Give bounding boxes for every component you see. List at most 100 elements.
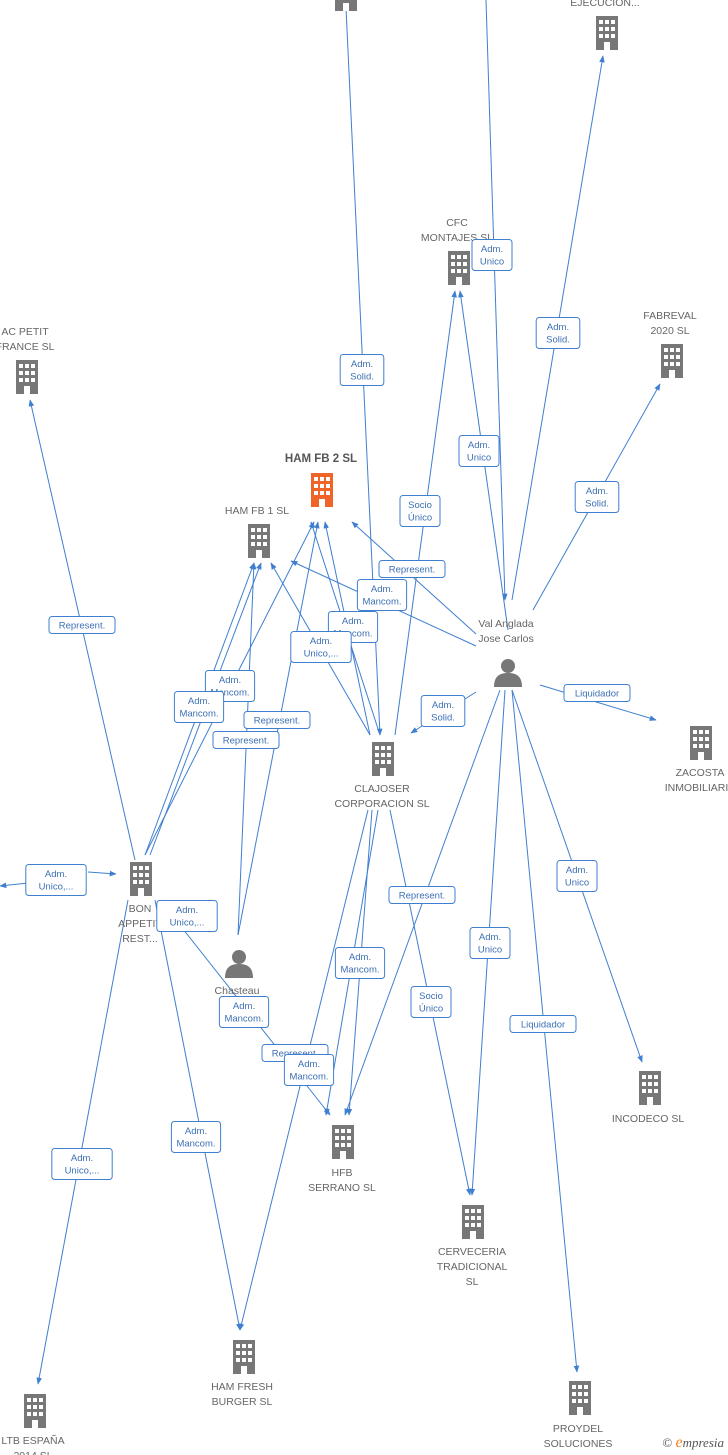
- node-chasteau[interactable]: Chasteau: [215, 950, 260, 997]
- edge-label-text: Represent.: [59, 621, 105, 632]
- building-icon[interactable]: [24, 1394, 46, 1428]
- edge-label: Adm.Mancom.: [173, 691, 225, 723]
- edge-label: Liquidador: [509, 1015, 577, 1033]
- node-label[interactable]: LTB ESPAÑA2014 SL: [1, 1434, 64, 1455]
- edge-label-text: Adm.Mancom.: [340, 952, 379, 976]
- edge-label-text: Adm.Unico: [480, 244, 504, 268]
- edge-label: Adm.Mancom.: [170, 1121, 222, 1153]
- building-icon[interactable]: [596, 16, 618, 50]
- edge-label: Adm.Unico: [556, 860, 598, 892]
- building-icon[interactable]: [233, 1340, 255, 1374]
- edge-label-text: Adm.Mancom.: [289, 1059, 328, 1083]
- edge-label-box: [212, 731, 280, 749]
- building-icon[interactable]: [130, 862, 152, 896]
- edge-label-box: [388, 886, 456, 904]
- person-icon[interactable]: [494, 659, 522, 687]
- edge-label: Adm.Unico: [469, 927, 511, 959]
- building-icon[interactable]: [661, 344, 683, 378]
- edge-label: Adm.Mancom.: [356, 579, 408, 611]
- edge-label-text: Adm.Solid.: [546, 322, 570, 346]
- node-ejecucion[interactable]: EJECUCION...: [570, 0, 640, 50]
- edge-label: Represent.: [212, 731, 280, 749]
- node-incodeco[interactable]: INCODECO SL: [612, 1071, 685, 1125]
- node-label[interactable]: ZACOSTAINMOBILIARIA: [665, 767, 728, 794]
- edge-label-text: Adm.Unico: [467, 440, 491, 464]
- edge-label: Represent.: [48, 616, 116, 634]
- edge-label-text: Adm.Solid.: [431, 700, 455, 724]
- node-hamfb1[interactable]: HAM FB 1 SL: [225, 505, 289, 558]
- building-icon[interactable]: [332, 1125, 354, 1159]
- edge-label-box: [471, 239, 513, 271]
- edge-label-text: Adm.Unico,...: [65, 1153, 100, 1177]
- edge-label-text: Represent.: [399, 891, 445, 902]
- edge-label-box: [469, 927, 511, 959]
- edge-label: Adm.Solid.: [420, 695, 466, 727]
- edge-label-box: [509, 1015, 577, 1033]
- edge-label: Adm.Solid.: [574, 481, 620, 513]
- building-icon[interactable]: [462, 1205, 484, 1239]
- edge-label-text: Adm.Unico,...: [170, 905, 205, 929]
- edge-label-text: Adm.Solid.: [585, 486, 609, 510]
- node-top[interactable]: [335, 0, 357, 11]
- node-label[interactable]: INCODECO SL: [612, 1113, 685, 1125]
- building-icon[interactable]: [639, 1071, 661, 1105]
- edge-label-box: [378, 560, 446, 578]
- building-icon[interactable]: [569, 1381, 591, 1415]
- edge-line: [154, 899, 242, 1331]
- edge-label: Adm.Solid.: [339, 354, 385, 386]
- node-label[interactable]: EJECUCION...: [570, 0, 639, 9]
- node-hamfb2[interactable]: HAM FB 2 SL: [285, 453, 357, 507]
- edge-label-box: [156, 900, 218, 932]
- building-icon[interactable]: [335, 0, 357, 11]
- node-ltb[interactable]: LTB ESPAÑA2014 SL: [1, 1394, 65, 1455]
- node-label[interactable]: PROYDELSOLUCIONESPP...: [544, 1423, 613, 1455]
- edge-label: Adm.Unico,...: [290, 631, 352, 663]
- edge-label-text: Represent.: [223, 736, 269, 747]
- building-icon[interactable]: [16, 360, 38, 394]
- edge-label-text: Adm.Solid.: [350, 359, 374, 383]
- edge-label: Adm.Unico,...: [51, 1148, 113, 1180]
- node-proydel[interactable]: PROYDELSOLUCIONESPP...: [544, 1381, 613, 1455]
- node-label[interactable]: HAM FB 1 SL: [225, 505, 289, 517]
- edge-label-box: [48, 616, 116, 634]
- edge-label-text: Liquidador: [575, 689, 619, 700]
- edge-label-text: Adm.Unico: [565, 865, 589, 889]
- node-zacosta[interactable]: ZACOSTAINMOBILIARIA: [665, 726, 728, 794]
- edge-line: [539, 684, 657, 721]
- edge-label-box: [283, 1054, 335, 1086]
- node-label[interactable]: Chasteau: [215, 985, 260, 997]
- building-icon[interactable]: [690, 726, 712, 760]
- edge-label-text: Adm.Unico,...: [304, 636, 339, 660]
- edge-label: Adm.Mancom.: [218, 996, 270, 1028]
- edge-label-box: [51, 1148, 113, 1180]
- building-icon[interactable]: [372, 742, 394, 776]
- edge-label: Adm.Mancom.: [334, 947, 386, 979]
- edge-label: Adm.Unico,...: [156, 900, 218, 932]
- building-icon[interactable]: [248, 524, 270, 558]
- person-icon[interactable]: [225, 950, 253, 978]
- building-icon[interactable]: [311, 473, 333, 507]
- node-label[interactable]: HAM FB 2 SL: [285, 453, 357, 465]
- edge-label-box: [535, 317, 581, 349]
- edge-label-text: Liquidador: [521, 1020, 565, 1031]
- edge-label: Adm.Unico: [458, 435, 500, 467]
- building-icon[interactable]: [448, 251, 470, 285]
